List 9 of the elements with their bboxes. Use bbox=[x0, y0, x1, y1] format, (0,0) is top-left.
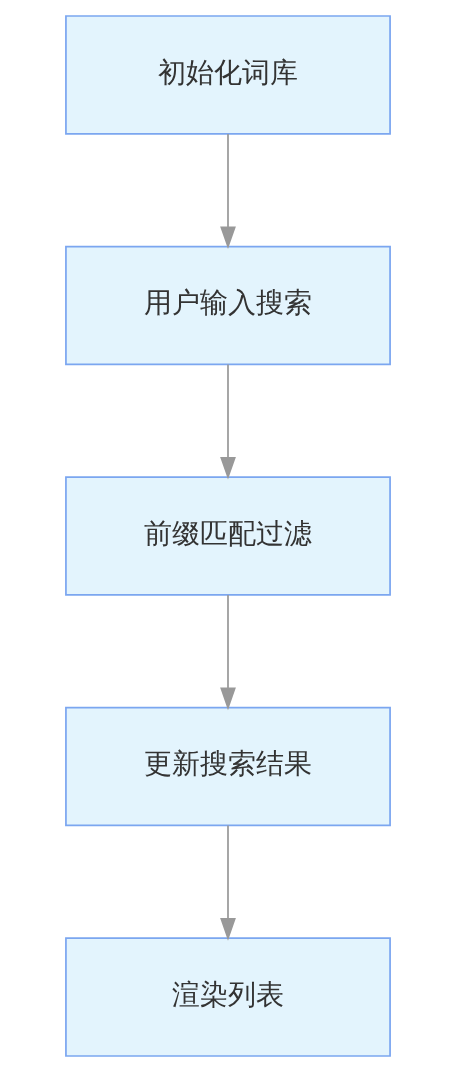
arrow bbox=[220, 824, 236, 941]
node-box: 前缀匹配过滤 bbox=[65, 476, 391, 596]
node-box: 更新搜索结果 bbox=[65, 706, 391, 827]
node-box: 用户输入搜索 bbox=[65, 245, 391, 366]
node-box: 渲染列表 bbox=[65, 937, 391, 1057]
arrow bbox=[220, 594, 236, 711]
arrow bbox=[220, 133, 236, 250]
arrow bbox=[220, 363, 236, 480]
node-box: 初始化词库 bbox=[65, 15, 391, 135]
